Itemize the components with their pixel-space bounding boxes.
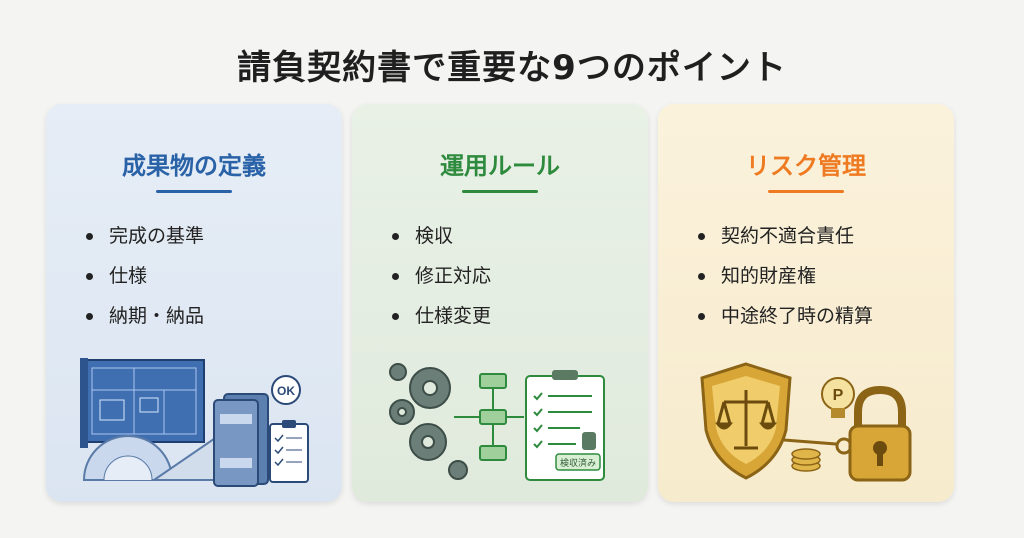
list-item: 仕様 [86, 256, 204, 296]
flowchart-icon [454, 373, 524, 461]
blueprint-binder-checklist-illustration: OK [80, 358, 309, 487]
card-deliverable-definition: 成果物の定義 完成の基準 仕様 納期・納品 [46, 104, 342, 502]
bullet-icon [698, 272, 705, 280]
list-item: 知的財産権 [698, 256, 873, 296]
list-item: 中途終了時の精算 [698, 296, 873, 336]
padlock-icon [848, 385, 912, 482]
svg-text:P: P [833, 387, 844, 404]
bullet-icon [698, 312, 705, 320]
svg-text:検収済み: 検収済み [560, 457, 596, 469]
list-item: 仕様変更 [392, 296, 491, 336]
gears-icon [389, 363, 468, 480]
card-operation-rules: 運用ルール 検収 修正対応 仕様変更 [352, 104, 648, 502]
bullet-icon [392, 312, 399, 320]
binder-icon [213, 393, 269, 487]
point-list: 契約不適合責任 知的財産権 中途終了時の精算 [698, 216, 873, 336]
title-underline [462, 190, 538, 193]
blueprint-icon [80, 358, 205, 448]
title-underline [156, 190, 232, 193]
list-item: 完成の基準 [86, 216, 204, 256]
gears-flowchart-clipboard-illustration: 検収済み [389, 363, 605, 481]
scales-icon [714, 390, 778, 450]
lightbulb-icon: P [821, 377, 855, 418]
protractor-icon [82, 435, 174, 481]
bullet-icon [698, 232, 705, 240]
page-title: 請負契約書で重要な9つのポイント [237, 48, 787, 88]
checklist-icon [269, 420, 309, 483]
bullet-icon [86, 232, 93, 240]
list-item: 納期・納品 [86, 296, 204, 336]
svg-text:OK: OK [277, 384, 295, 398]
bullet-icon [86, 312, 93, 320]
bullet-icon [392, 232, 399, 240]
card-title: 運用ルール [440, 152, 560, 180]
list-item: 修正対応 [392, 256, 491, 296]
title-underline [768, 190, 844, 193]
point-list: 完成の基準 仕様 納期・納品 [86, 216, 204, 336]
card-title: 成果物の定義 [122, 152, 266, 180]
shield-scales-padlock-illustration: P [700, 362, 912, 482]
ok-badge-icon: OK [271, 375, 301, 405]
list-item: 契約不適合責任 [698, 216, 873, 256]
bullet-icon [392, 272, 399, 280]
approval-stamp-icon: 検収済み [555, 432, 601, 471]
card-risk-management: リスク管理 契約不適合責任 知的財産権 中途終了時の精算 P [658, 104, 954, 502]
point-list: 検収 修正対応 仕様変更 [392, 216, 491, 336]
card-title: リスク管理 [746, 152, 866, 180]
coins-icon [791, 448, 821, 472]
list-item: 検収 [392, 216, 491, 256]
bullet-icon [86, 272, 93, 280]
